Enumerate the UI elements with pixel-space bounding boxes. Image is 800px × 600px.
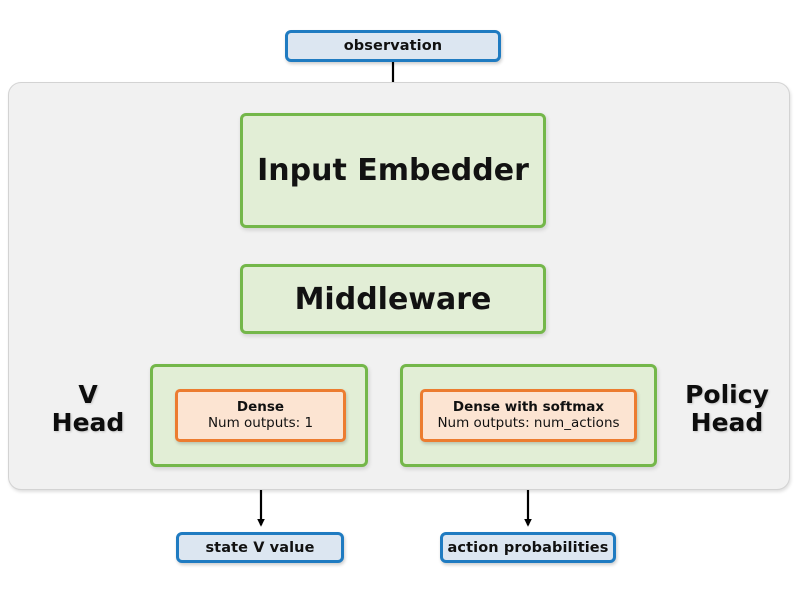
dense-node[interactable]: Dense Num outputs: 1 bbox=[175, 389, 346, 442]
v-head-label-line2: Head bbox=[51, 408, 125, 437]
dense-with-softmax-subtitle: Num outputs: num_actions bbox=[437, 415, 620, 432]
input-embedder-node[interactable]: Input Embedder bbox=[240, 113, 546, 228]
state-v-value-label: state V value bbox=[205, 539, 315, 556]
dense-with-softmax-node[interactable]: Dense with softmax Num outputs: num_acti… bbox=[420, 389, 637, 442]
action-probabilities-label: action probabilities bbox=[447, 539, 609, 556]
dense-title: Dense bbox=[236, 398, 285, 415]
policy-head-label-line2: Head bbox=[690, 408, 764, 437]
policy-head-label: Policy Head bbox=[664, 381, 790, 437]
policy-head-label-line1: Policy bbox=[685, 380, 769, 409]
v-head-label-line1: V bbox=[78, 380, 98, 409]
dense-with-softmax-title: Dense with softmax bbox=[452, 398, 605, 415]
input-embedder-label: Input Embedder bbox=[257, 153, 529, 188]
middleware-node[interactable]: Middleware bbox=[240, 264, 546, 334]
state-v-value-node[interactable]: state V value bbox=[176, 532, 344, 563]
observation-node[interactable]: observation bbox=[285, 30, 501, 62]
observation-label: observation bbox=[343, 38, 443, 54]
action-probabilities-node[interactable]: action probabilities bbox=[440, 532, 616, 563]
middleware-label: Middleware bbox=[294, 281, 492, 317]
v-head-label: V Head bbox=[32, 381, 144, 437]
dense-subtitle: Num outputs: 1 bbox=[207, 415, 314, 432]
